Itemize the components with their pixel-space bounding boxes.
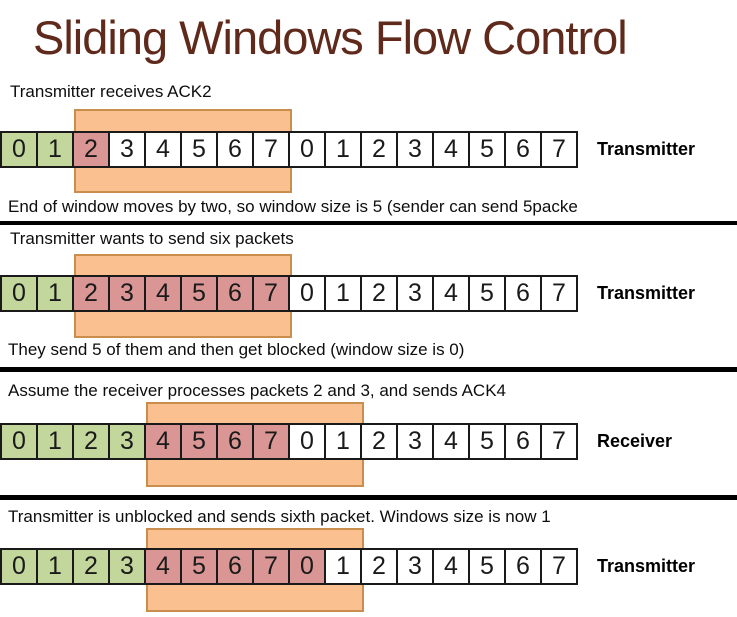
sequence-cell: 3 bbox=[396, 423, 434, 460]
sequence-cell: 6 bbox=[504, 131, 542, 168]
sequence-cell: 0 bbox=[0, 423, 38, 460]
sequence-cell: 6 bbox=[504, 548, 542, 585]
sequence-cell: 7 bbox=[252, 275, 290, 312]
section-caption-top: Transmitter is unblocked and sends sixth… bbox=[8, 507, 551, 526]
sequence-cell: 7 bbox=[540, 423, 578, 460]
sequence-cell: 1 bbox=[324, 131, 362, 168]
sequence-cell: 7 bbox=[252, 548, 290, 585]
sequence-cell: 5 bbox=[180, 131, 218, 168]
sequence-cell: 2 bbox=[360, 548, 398, 585]
sequence-cell: 0 bbox=[288, 275, 326, 312]
sequence-cell: 5 bbox=[468, 548, 506, 585]
sequence-cell: 1 bbox=[36, 423, 74, 460]
sequence-cell: 0 bbox=[0, 548, 38, 585]
sequence-cell: 2 bbox=[360, 275, 398, 312]
sequence-cell: 7 bbox=[540, 131, 578, 168]
sequence-cell: 2 bbox=[72, 548, 110, 585]
sequence-cell: 3 bbox=[108, 548, 146, 585]
row-side-label: Transmitter bbox=[597, 282, 696, 303]
section-divider bbox=[0, 221, 737, 225]
sequence-cell: 3 bbox=[396, 131, 434, 168]
sequence-cell: 1 bbox=[36, 275, 74, 312]
sequence-cell: 0 bbox=[288, 423, 326, 460]
section-caption-top: Transmitter wants to send six packets bbox=[10, 229, 294, 248]
sequence-cell: 6 bbox=[216, 275, 254, 312]
sequence-cell: 0 bbox=[288, 131, 326, 168]
sequence-cell: 1 bbox=[324, 275, 362, 312]
sequence-cell: 2 bbox=[360, 423, 398, 460]
sequence-cell: 3 bbox=[108, 131, 146, 168]
section-divider bbox=[0, 367, 737, 372]
sequence-cell: 7 bbox=[252, 423, 290, 460]
sequence-cell: 2 bbox=[72, 275, 110, 312]
sequence-cell: 4 bbox=[144, 275, 182, 312]
sequence-cell: 3 bbox=[108, 275, 146, 312]
sequence-cell: 0 bbox=[0, 275, 38, 312]
sequence-cell: 5 bbox=[468, 423, 506, 460]
sequence-cell: 5 bbox=[180, 423, 218, 460]
section-caption-top: Transmitter receives ACK2 bbox=[10, 82, 212, 101]
section-divider bbox=[0, 495, 737, 500]
sequence-cell: 5 bbox=[468, 131, 506, 168]
section-caption-bottom: They send 5 of them and then get blocked… bbox=[8, 340, 465, 359]
sequence-cell: 2 bbox=[72, 131, 110, 168]
sequence-cell: 4 bbox=[144, 548, 182, 585]
sequence-cell: 2 bbox=[72, 423, 110, 460]
sequence-cell: 5 bbox=[468, 275, 506, 312]
section-caption-bottom: End of window moves by two, so window si… bbox=[8, 197, 578, 216]
sequence-cell: 6 bbox=[216, 548, 254, 585]
sequence-cell: 7 bbox=[252, 131, 290, 168]
sequence-cell: 4 bbox=[432, 423, 470, 460]
sequence-cell: 3 bbox=[396, 548, 434, 585]
sequence-cell: 5 bbox=[180, 275, 218, 312]
row-side-label: Receiver bbox=[597, 430, 673, 451]
sequence-cell: 3 bbox=[396, 275, 434, 312]
sequence-cell: 1 bbox=[324, 423, 362, 460]
sequence-cell: 6 bbox=[216, 423, 254, 460]
sequence-cell: 1 bbox=[36, 548, 74, 585]
sequence-cell: 1 bbox=[36, 131, 74, 168]
sequence-cell: 5 bbox=[180, 548, 218, 585]
section-caption-top: Assume the receiver processes packets 2 … bbox=[8, 381, 506, 400]
sequence-cell: 0 bbox=[0, 131, 38, 168]
sequence-cell: 6 bbox=[504, 275, 542, 312]
sequence-cell: 4 bbox=[144, 423, 182, 460]
sequence-cell: 4 bbox=[144, 131, 182, 168]
row-side-label: Transmitter bbox=[597, 555, 696, 576]
sequence-cell: 3 bbox=[108, 423, 146, 460]
sequence-cell: 6 bbox=[216, 131, 254, 168]
sequence-cell: 0 bbox=[288, 548, 326, 585]
sequence-cell: 4 bbox=[432, 275, 470, 312]
sequence-cell: 7 bbox=[540, 275, 578, 312]
sequence-cell: 1 bbox=[324, 548, 362, 585]
row-side-label: Transmitter bbox=[597, 138, 696, 159]
sequence-cell: 4 bbox=[432, 131, 470, 168]
sequence-cell: 6 bbox=[504, 423, 542, 460]
sequence-cell: 4 bbox=[432, 548, 470, 585]
sequence-cell: 7 bbox=[540, 548, 578, 585]
slide-title: Sliding Windows Flow Control bbox=[33, 11, 628, 64]
sequence-cell: 2 bbox=[360, 131, 398, 168]
